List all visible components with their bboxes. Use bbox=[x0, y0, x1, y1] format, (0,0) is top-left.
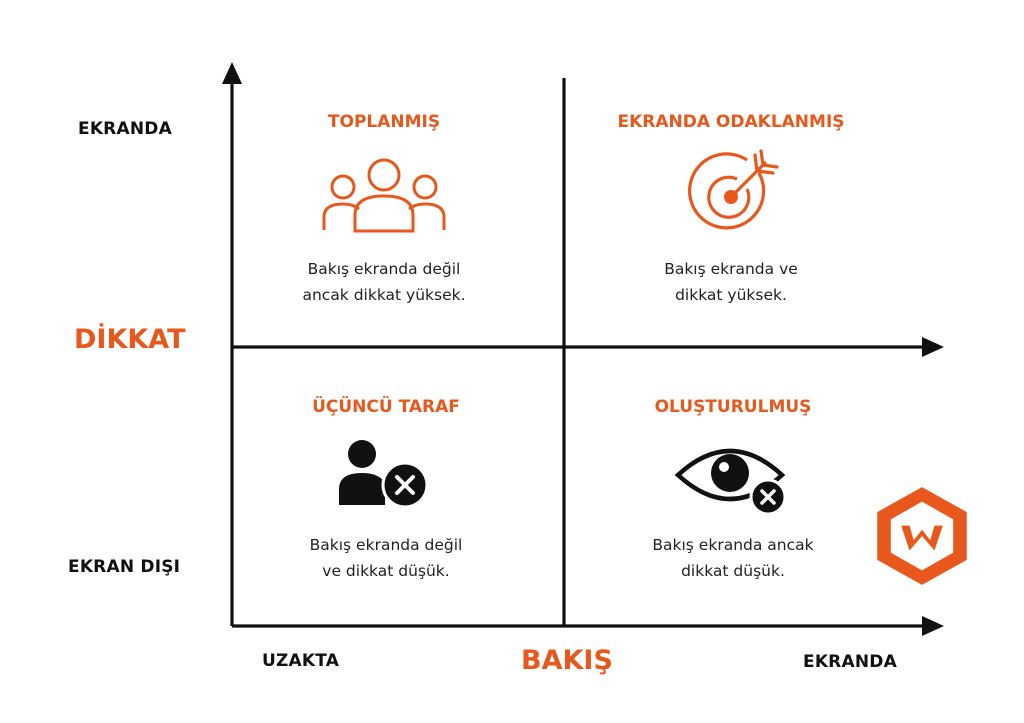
middle-divider-arrow bbox=[922, 337, 944, 357]
desc-line: dikkat yüksek. bbox=[675, 286, 787, 304]
quadrant-top-left-title: TOPLANMIŞ bbox=[327, 112, 441, 132]
quadrant-bottom-right-title: OLUŞTURULMUŞ bbox=[654, 397, 812, 417]
desc-line: ancak dikkat yüksek. bbox=[302, 286, 466, 304]
quadrant-bottom-left-desc: Bakış ekranda değil ve dikkat düşük. bbox=[256, 532, 516, 584]
y-axis-arrow bbox=[222, 62, 242, 84]
x-left-label: UZAKTA bbox=[262, 651, 340, 671]
hexagon-w-logo bbox=[877, 487, 967, 585]
person-x-icon bbox=[339, 440, 429, 509]
quadrant-top-left-desc: Bakış ekranda değil ancak dikkat yüksek. bbox=[254, 256, 514, 308]
quadrant-bottom-right-desc: Bakış ekranda ancak dikkat düşük. bbox=[603, 532, 863, 584]
group-icon bbox=[322, 158, 446, 233]
quadrant-top-right-desc: Bakış ekranda ve dikkat yüksek. bbox=[601, 256, 861, 308]
desc-line: ve dikkat düşük. bbox=[322, 562, 450, 580]
desc-line: Bakış ekranda değil bbox=[309, 536, 463, 554]
quadrant-top-right-title: EKRANDA ODAKLANMIŞ bbox=[617, 112, 845, 132]
quadrant-bottom-left-title: ÜÇÜNCÜ TARAF bbox=[312, 397, 460, 417]
y-top-label: EKRANDA bbox=[78, 119, 172, 139]
desc-line: dikkat düşük. bbox=[681, 562, 785, 580]
target-icon bbox=[688, 149, 779, 230]
desc-line: Bakış ekranda ancak bbox=[652, 536, 814, 554]
y-bottom-label: EKRAN DIŞI bbox=[68, 557, 181, 577]
x-axis-arrow bbox=[922, 616, 944, 636]
desc-line: Bakış ekranda ve bbox=[664, 260, 798, 278]
eye-x-icon bbox=[674, 448, 787, 516]
x-right-label: EKRANDA bbox=[803, 652, 897, 672]
desc-line: Bakış ekranda değil bbox=[307, 260, 461, 278]
x-axis-title: BAKIŞ bbox=[521, 645, 613, 676]
y-axis-title: DİKKAT bbox=[74, 324, 186, 355]
